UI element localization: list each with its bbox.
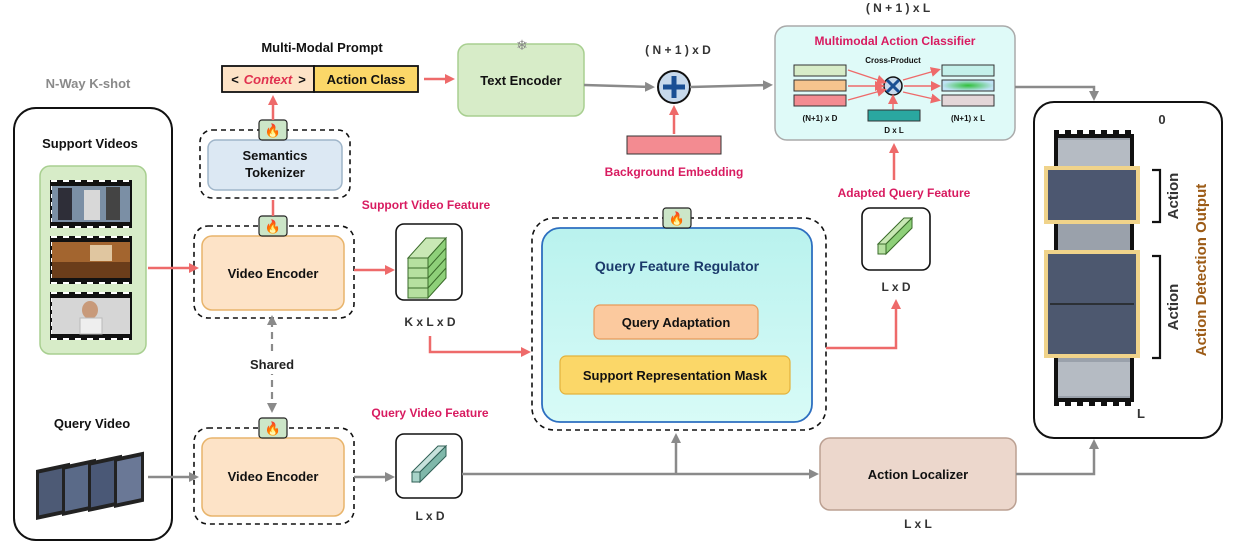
classifier-dxl-label: D x L [884,126,904,135]
query-video-label: Query Video [54,416,130,431]
classifier-left-bar [793,94,847,107]
support-videos-label: Support Videos [42,136,138,151]
fire-icon: 🔥 [265,219,281,234]
video-encoder-bottom-label: Video Encoder [228,469,319,484]
action-bracket-2 [1152,254,1162,360]
prompt-lt: < [231,72,239,87]
classifier-arrow [847,87,887,101]
classifier-left-bar [793,64,847,77]
support-video-thumbnail-2 [50,236,132,284]
trainable-badge [662,207,692,229]
text-encoder-label: Text Encoder [480,73,561,88]
text-encoder [457,43,585,117]
adapted-query-feature-bar [876,216,914,256]
classifier-right-bar [941,94,995,107]
lxl-label: L x L [904,517,932,531]
classifier-right-bar [941,64,995,77]
semantics-tokenizer-label-1: Semantics [242,148,307,163]
query-feature-regulator-title: Query Feature Regulator [595,258,760,274]
classifier-arrow [902,67,941,81]
prompt-action-class-box [313,65,419,93]
output-start-label: 0 [1158,112,1165,127]
classifier-arrow [847,69,887,85]
arrow-add-to-classifier [689,80,773,91]
filmstrip-bottom-holes [1054,400,1134,406]
trainable-badge [258,417,288,439]
support-video-thumbnail-1 [50,180,132,228]
arrow-text-encoder-to-add [583,81,655,92]
query-feature-bar [410,444,448,484]
background-embedding-label: Background Embedding [605,165,744,179]
query-adaptation-box [593,304,759,340]
multimodal-prompt-title: Multi-Modal Prompt [261,40,383,55]
filmstrip-top-holes [1054,130,1134,136]
video-encoder-top-label: Video Encoder [228,266,319,281]
query-video-feature-label: Query Video Feature [371,406,488,420]
snowflake-icon: ❄ [516,37,528,53]
fire-icon: 🔥 [265,421,281,436]
action-detection-output-label: Action Detection Output [1193,184,1210,357]
support-representation-mask-box [559,355,791,395]
prompt-context-box [221,65,315,93]
support-video-thumbnail-3 [50,292,132,340]
action-label-1: Action [1165,173,1182,220]
plus-icon [663,76,685,98]
filmstrip-frame-faded [1058,140,1130,166]
action-localizer-label: Action Localizer [868,467,968,482]
support-feature-cube [406,236,448,300]
query-video-thumbnail-stack [36,451,144,520]
fire-icon: 🔥 [669,211,685,226]
classifier-n1xd-label: (N+1) x D [803,114,838,123]
action-segment-1 [1044,166,1140,224]
arrow-regulator-to-adapted-feature [826,299,901,350]
semantics-tokenizer-label-2: Tokenizer [245,165,305,180]
fire-icon: 🔥 [265,123,281,138]
classifier-middle-bar [867,109,921,122]
classifier-left-bar [793,79,847,92]
n1-x-d-label: ( N + 1 ) x D [645,43,711,57]
classifier-arrow [902,91,941,104]
cross-icon [885,78,901,94]
query-feature-regulator-frame [531,217,827,431]
multimodal-action-classifier-title: Multimodal Action Classifier [815,34,976,48]
arrow-classifier-to-output [1015,85,1099,101]
output-end-label: L [1137,406,1145,421]
classifier-n1xl-label: (N+1) x L [951,114,985,123]
cross-product-label: Cross-Product [865,56,921,65]
support-representation-mask-label: Support Representation Mask [583,368,768,383]
action-bracket-1 [1152,168,1162,224]
lxd-right-label: L x D [881,280,910,294]
action-label-2: Action [1165,284,1182,331]
lxd-bottom-label: L x D [415,509,444,523]
query-adaptation-label: Query Adaptation [622,315,731,330]
n1-x-l-top-label: ( N + 1 ) x L [866,1,930,15]
shared-label: Shared [250,357,294,372]
filmstrip-frame-faded [1058,362,1130,396]
prompt-context-label: Context [244,72,293,87]
arrow-support-feature-to-regulator [428,336,531,357]
adapted-query-feature-label: Adapted Query Feature [838,186,971,200]
nway-kshot-label: N-Way K-shot [46,76,131,91]
classifier-right-bar [941,79,995,92]
kxlxd-label: K x L x D [404,315,455,329]
support-video-feature-label: Support Video Feature [362,198,491,212]
prompt-action-class-label: Action Class [327,72,406,87]
arrow-localizer-to-output [1016,439,1099,476]
shared-label-bg [244,354,300,374]
prompt-gt: > [298,72,306,87]
background-embedding-box [626,135,722,155]
